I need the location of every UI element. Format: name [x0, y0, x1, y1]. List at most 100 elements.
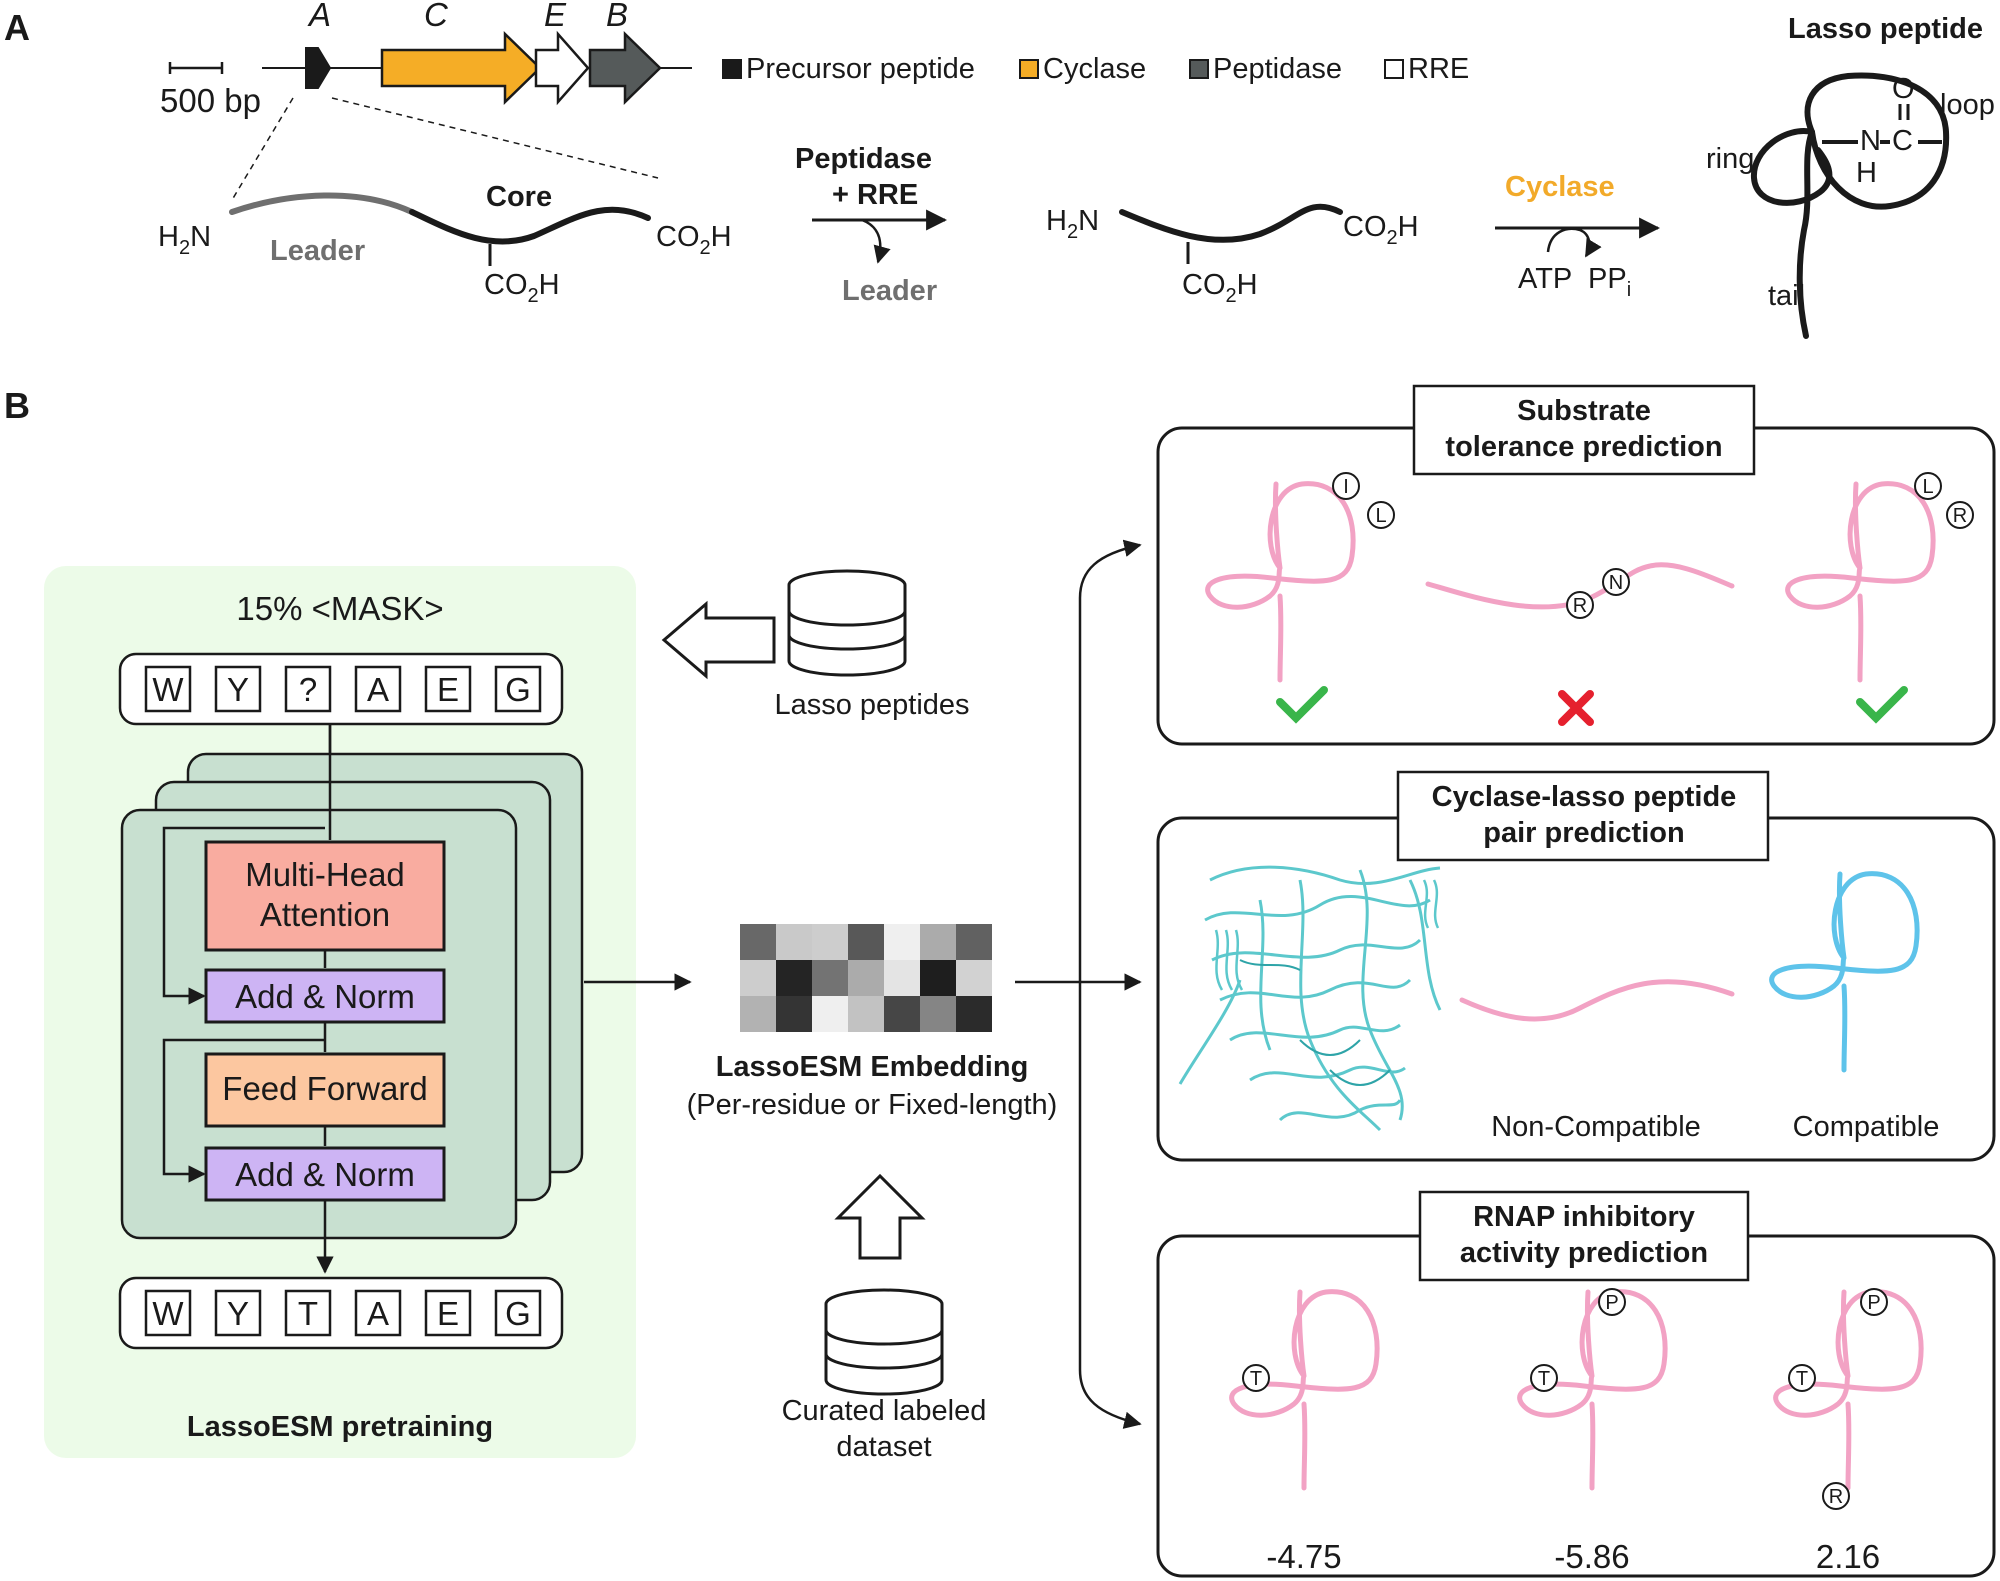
embedding-cell: [776, 924, 812, 960]
rnap-value-3: 2.16: [1816, 1538, 1880, 1575]
sequence-token: E: [424, 665, 472, 713]
svg-text:Add & Norm: Add & Norm: [235, 978, 415, 1015]
check-icon: [1856, 686, 1908, 724]
svg-text:R: R: [1573, 595, 1587, 617]
embedding-cell: [812, 960, 848, 996]
peptidase-step: Peptidase + RRE Leader: [795, 143, 948, 307]
pair-task-panel: Cyclase-lasso peptide pair prediction No…: [1156, 770, 1996, 1162]
curated-db-icon: [824, 1288, 944, 1396]
step1-rre: + RRE: [832, 179, 918, 211]
mask-label: 15% <MASK>: [236, 590, 443, 627]
gene-b-label: B: [606, 0, 628, 33]
residue-tag: T: [1788, 1364, 1816, 1392]
svg-text:?: ?: [299, 671, 317, 708]
sequence-token: ?: [284, 665, 332, 713]
embedding-cell: [848, 960, 884, 996]
gene-b-arrow: [588, 31, 662, 105]
add-norm-1: [204, 968, 446, 1024]
residue-tag: R: [1566, 591, 1594, 619]
cross-icon: [1558, 690, 1594, 726]
noncompatible-label: Non-Compatible: [1491, 1111, 1701, 1143]
residue-tag: I: [1332, 472, 1360, 500]
check-icon: [1276, 686, 1328, 724]
embedding-cell: [812, 924, 848, 960]
embedding-matrix: [740, 924, 992, 1032]
lasso-loop-label: loop: [1940, 89, 1995, 121]
svg-text:I: I: [1343, 476, 1349, 498]
svg-text:Y: Y: [227, 1295, 249, 1332]
embedding-cell: [884, 960, 920, 996]
core-h2n: H2N: [1046, 205, 1099, 243]
residue-tag: T: [1530, 1364, 1558, 1392]
svg-text:Multi-Head: Multi-Head: [245, 856, 405, 893]
embedding-cell: [812, 996, 848, 1032]
residue-tag: L: [1914, 472, 1942, 500]
embedding-cell: [776, 960, 812, 996]
lasso-db-icon: [787, 569, 907, 677]
multi-head-attention: [204, 840, 446, 952]
gene-e-arrow: [534, 30, 590, 106]
step2-atp: ATP: [1518, 263, 1572, 295]
leader-label: Leader: [270, 235, 365, 267]
scale-bar: 500 bp: [160, 62, 261, 119]
residue-tag: T: [1242, 1364, 1270, 1392]
svg-text:Y: Y: [227, 671, 249, 708]
svg-text:W: W: [152, 1295, 184, 1332]
rnap-value-1: -4.75: [1266, 1538, 1341, 1575]
embedding-cell: [740, 960, 776, 996]
svg-text:P: P: [1867, 1292, 1880, 1314]
sequence-token: G: [494, 1289, 542, 1337]
gene-e-label: E: [544, 0, 567, 33]
zoom-lines: [231, 97, 659, 201]
embedding-subtitle: (Per-residue or Fixed-length): [687, 1089, 1058, 1121]
embedding-cell: [848, 996, 884, 1032]
compatible-label: Compatible: [1793, 1111, 1940, 1143]
residue-tag: L: [1367, 501, 1395, 529]
legend-precursor: Precursor peptide: [746, 53, 975, 85]
lasso-ring-label: ring: [1706, 143, 1754, 175]
embedding-cell: [740, 924, 776, 960]
residue-tag: P: [1598, 1288, 1626, 1316]
svg-text:T: T: [1250, 1368, 1262, 1390]
embedding-cell: [740, 996, 776, 1032]
svg-text:T: T: [298, 1295, 318, 1332]
gene-c-arrow: [380, 31, 542, 105]
cyclase-protein-highlights: [1239, 959, 1391, 1086]
curated-db-line2: dataset: [836, 1431, 931, 1463]
hollow-arrow-up: [834, 1173, 926, 1260]
lasso-db-label: Lasso peptides: [774, 689, 969, 721]
add-norm-2: [204, 1146, 446, 1202]
substrate-task-panel: Substrate tolerance prediction I L R N L…: [1156, 384, 1996, 746]
residue-tag: R: [1946, 501, 1974, 529]
svg-text:G: G: [505, 1295, 531, 1332]
embedding-cell: [920, 924, 956, 960]
lasso-peptide-structure: Lasso peptide N H C O ring loop tail: [1706, 13, 1995, 339]
svg-text:L: L: [1375, 505, 1386, 527]
svg-text:A: A: [367, 1295, 389, 1332]
linear-peptide-noncompatible: [1459, 979, 1735, 1022]
svg-text:E: E: [437, 671, 459, 708]
svg-text:R: R: [1829, 1486, 1843, 1508]
embedding-cell: [956, 924, 992, 960]
svg-text:W: W: [152, 671, 184, 708]
rnap-title-2: activity prediction: [1460, 1237, 1708, 1269]
sequence-token: Y: [214, 1289, 262, 1337]
svg-text:Add & Norm: Add & Norm: [235, 1156, 415, 1193]
residue-tag: P: [1860, 1288, 1888, 1316]
residue-tag: R: [1822, 1482, 1850, 1510]
pair-title-1: Cyclase-lasso peptide: [1432, 781, 1737, 813]
lasso-c: C: [1892, 125, 1913, 157]
feed-forward: [204, 1052, 446, 1128]
embedding-cell: [848, 924, 884, 960]
step2-cyclase: Cyclase: [1505, 171, 1615, 203]
curated-db-line1: Curated labeled: [782, 1395, 987, 1427]
svg-text:Feed Forward: Feed Forward: [222, 1070, 427, 1107]
gene-legend: Precursor peptide Cyclase Peptidase RRE: [722, 53, 1469, 85]
embedding-cell: [956, 960, 992, 996]
embedding-cell: [920, 960, 956, 996]
svg-text:P: P: [1605, 1292, 1618, 1314]
embedding-cell: [920, 996, 956, 1032]
gene-cluster: A C E B: [262, 0, 692, 106]
